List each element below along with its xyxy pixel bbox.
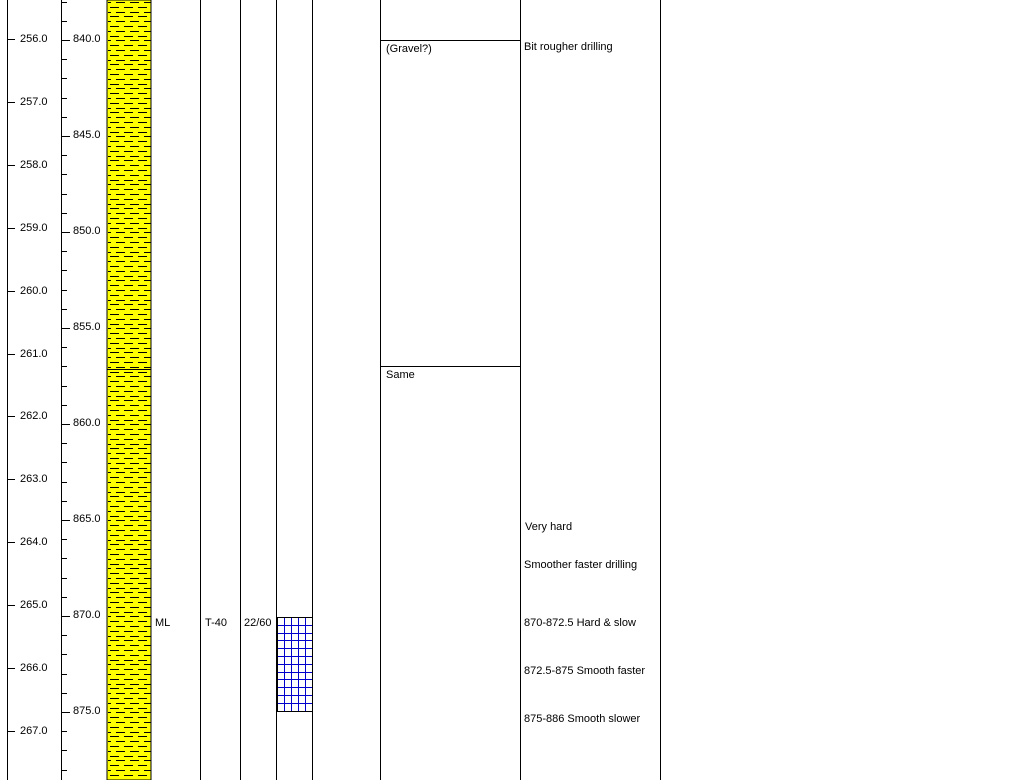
depth-label: 860.0 — [73, 417, 101, 429]
elevation-label: 261.0 — [20, 347, 48, 360]
remark: Smoother faster drilling — [524, 559, 638, 571]
elevation-label: 267.0 — [20, 724, 48, 737]
elevation-label: 256.0 — [20, 32, 48, 45]
elevation-label: 260.0 — [20, 284, 48, 297]
elevation-label: 265.0 — [20, 598, 48, 611]
sample-id: T-40 — [205, 617, 228, 629]
elevation-label: 257.0 — [20, 95, 48, 108]
remark: 872.5-875 Smooth faster — [524, 665, 646, 677]
depth-label: 850.0 — [73, 225, 101, 237]
remark: 870-872.5 Hard & slow — [524, 617, 636, 629]
depth-label: 875.0 — [73, 705, 101, 717]
elevation-label: 263.0 — [20, 472, 48, 485]
description-same: Same — [386, 369, 415, 381]
elevation-label: 258.0 — [20, 158, 48, 171]
sample-box — [277, 617, 313, 712]
remark: 875-886 Smooth slower — [524, 713, 641, 725]
depth-label: 840.0 — [73, 33, 101, 45]
depth-label: 855.0 — [73, 321, 101, 333]
elevation-label: 259.0 — [20, 221, 48, 234]
depth-label: 845.0 — [73, 129, 101, 141]
depth-label: 870.0 — [73, 609, 101, 621]
description-gravel: (Gravel?) — [386, 43, 432, 55]
remark: Very hard — [525, 521, 573, 533]
elevation-label: 266.0 — [20, 661, 48, 674]
soil-symbol: ML — [155, 617, 171, 629]
blow-count: 22/60 — [244, 617, 272, 629]
elevation-label: 262.0 — [20, 409, 48, 422]
remark: Bit rougher drilling — [524, 41, 613, 53]
elevation-label: 264.0 — [20, 535, 48, 548]
depth-label: 865.0 — [73, 513, 101, 525]
